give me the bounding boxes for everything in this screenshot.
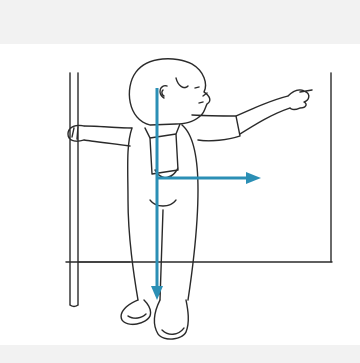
right-arm-bottom [240, 108, 290, 134]
right-arm-top [236, 96, 288, 116]
left-arm-top [84, 126, 132, 128]
sleeve-right [192, 115, 240, 141]
horizontal-arrow-head [246, 172, 261, 184]
right-foot [154, 300, 188, 339]
eye [195, 87, 199, 88]
left-arm-bottom [84, 140, 130, 146]
left-foot [121, 300, 150, 324]
vertical-arrow-head [151, 286, 163, 300]
illustration [0, 44, 360, 345]
top-band [0, 0, 360, 44]
right-hand [288, 90, 309, 110]
left-post-bottom [70, 305, 78, 307]
crotch [150, 200, 176, 206]
right-foot-sole [162, 328, 184, 334]
left-foot-sole [128, 314, 146, 318]
ear-inner [162, 90, 164, 96]
strap-left [145, 128, 150, 138]
strap-right [176, 124, 180, 134]
toddler-illustration [0, 44, 360, 345]
left-fingers [72, 127, 78, 139]
bottom-band [0, 345, 360, 363]
hair-curl [176, 78, 188, 88]
torso-right [182, 125, 198, 300]
mouth [199, 102, 203, 103]
torso-left [128, 128, 138, 300]
bib [150, 134, 178, 174]
